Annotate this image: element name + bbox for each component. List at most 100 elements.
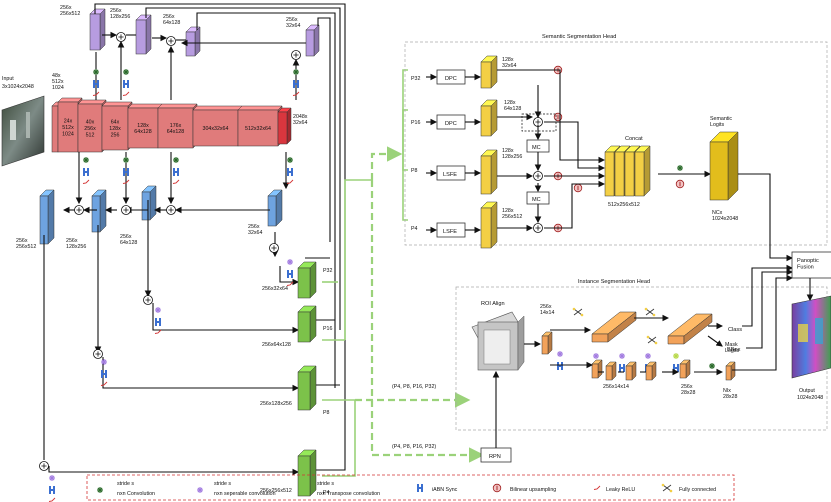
sum-junction-0 xyxy=(116,32,126,42)
sep-conv-icon-2 xyxy=(49,475,55,481)
conv-icon-0 xyxy=(93,69,99,75)
relu-icon-5 xyxy=(172,179,180,184)
fpn-output-blocks xyxy=(297,261,317,497)
legend-sep-icon xyxy=(197,487,203,493)
sum-junction-12 xyxy=(533,223,543,233)
module-lsfe-2: LSFE xyxy=(443,229,457,235)
class-label: Class xyxy=(728,327,742,333)
mc-label-2: MC xyxy=(532,197,541,203)
relu-icon-1 xyxy=(122,91,130,96)
mask-block-1 xyxy=(605,361,617,381)
instance-feature-blocks xyxy=(541,311,736,381)
sum-junctions xyxy=(39,32,543,471)
fpn-block-0 xyxy=(297,261,317,299)
instance-connections xyxy=(550,264,794,376)
bilinear-icon-4 xyxy=(573,183,583,193)
conv-icon-5 xyxy=(173,157,179,163)
p8-label: P8 xyxy=(323,410,330,416)
p16-label: P16 xyxy=(323,326,332,332)
legend-leaky: Leaky ReLU xyxy=(606,487,635,493)
semantic-modules xyxy=(426,69,482,238)
sum-junction-5 xyxy=(166,205,176,215)
iabn-sep-icon-3 xyxy=(287,270,293,278)
relu-icon-6 xyxy=(286,179,294,184)
fpn-block-2 xyxy=(297,365,317,411)
legend-bilinear: Bilinear upsampling xyxy=(510,487,556,493)
legend-relu-icon xyxy=(593,485,601,490)
sem-block-2 xyxy=(480,149,498,195)
fc-icon-0 xyxy=(572,307,584,317)
legend-trans-line2: nxn Transpose convolution xyxy=(317,491,380,497)
mask-sep-icon-3 xyxy=(645,353,651,359)
relu-sep-icon-1 xyxy=(100,381,108,386)
class-bbox-fc-branch xyxy=(591,311,713,345)
top-down-pathway xyxy=(89,8,320,57)
semantic-junctions xyxy=(497,69,606,232)
input-size: 3x1024x2048 xyxy=(2,84,34,90)
td-block-2 xyxy=(185,26,201,57)
fc-icon-2 xyxy=(646,335,658,345)
transpose-conv-icon xyxy=(673,353,679,359)
sem-block-3 xyxy=(480,201,498,249)
relu-icon-2 xyxy=(292,91,300,96)
conv-icon-3 xyxy=(83,157,89,163)
module-dpc-2: DPC xyxy=(445,121,457,127)
bottom-up-pathway xyxy=(39,185,283,245)
roi-align-module xyxy=(471,311,525,371)
sum-junction-2 xyxy=(291,50,301,60)
transpose-iabn-icon xyxy=(673,364,679,372)
concat-slice-3 xyxy=(634,145,651,197)
mc-label-1: MC xyxy=(532,145,541,151)
input-image xyxy=(1,95,45,167)
output-label: Output xyxy=(799,388,815,394)
fpn-block-1 xyxy=(297,305,317,343)
iabn-icon-4 xyxy=(123,168,129,176)
semantic-to-fusion-line xyxy=(738,173,794,262)
legend-bilinear-icon xyxy=(492,483,502,493)
semantic-head-frame xyxy=(404,41,828,246)
conv-icon-6 xyxy=(287,157,293,163)
module-dpc-1: DPC xyxy=(445,76,457,82)
sep-conv-icon-0 xyxy=(155,307,161,313)
relu-icon-4 xyxy=(122,179,130,184)
semantic-conv-icon xyxy=(677,165,683,171)
legend-fc-icon xyxy=(661,483,673,493)
legend-iabn-icon xyxy=(417,484,423,492)
relu-icon-3 xyxy=(82,179,90,184)
concat-size: 512x256x512 xyxy=(608,202,640,208)
mask-block-2 xyxy=(625,361,637,381)
relu-icon-0 xyxy=(92,91,100,96)
semantic-inputs: P32 P16 P8 P4 xyxy=(411,76,420,232)
roi-inputs-label: (P4, P8, P16, P32) xyxy=(392,384,436,390)
input-label: Input xyxy=(2,76,14,82)
rpn-label: RPN xyxy=(489,454,501,460)
legend-conv-icon xyxy=(97,487,103,493)
legend-sep-line1: stride s xyxy=(214,481,231,487)
p16-size: 256x64x128 xyxy=(262,342,291,348)
bu-block-3 xyxy=(267,189,283,227)
sum-junction-1 xyxy=(166,36,176,46)
conv-icon-2 xyxy=(293,69,299,75)
p32-size: 256x32x64 xyxy=(262,286,288,292)
concat-block xyxy=(604,145,651,197)
sum-junction-11 xyxy=(533,171,543,181)
conv-icon-4 xyxy=(123,157,129,163)
bu-block-0 xyxy=(39,189,55,245)
p4-label: P4 xyxy=(323,490,330,496)
mask-conv-icon xyxy=(709,363,715,369)
